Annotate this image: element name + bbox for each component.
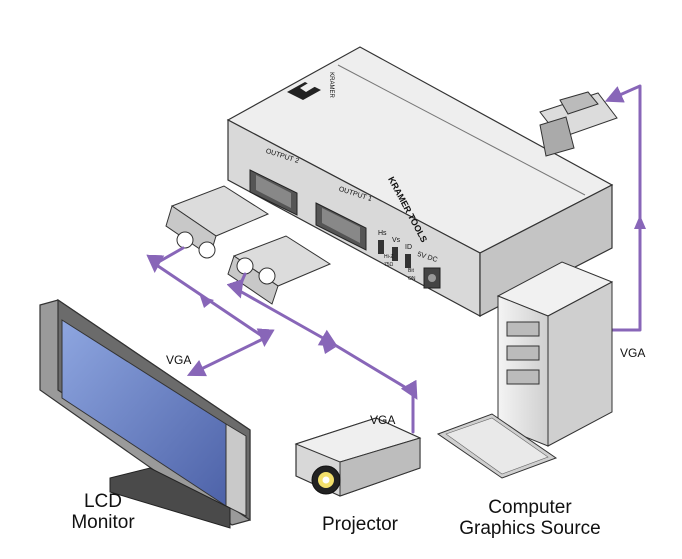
- kramer-device: [226, 46, 614, 318]
- switch-sub-on: ON: [408, 276, 416, 282]
- output-2-port: [249, 169, 298, 216]
- lcd-monitor: [39, 298, 251, 529]
- switch-sub-hiz: Hi-Z: [384, 254, 394, 260]
- vga-connector-icon: [165, 185, 270, 259]
- switch-label-hs: Hs: [378, 230, 387, 237]
- vga-connector-icon: [539, 91, 618, 157]
- kramer-logo-icon: [287, 82, 321, 100]
- cable-to-projector: [226, 272, 418, 434]
- computer-label-line1: Computer: [488, 497, 572, 518]
- computer-label: Computer Graphics Source: [430, 497, 630, 539]
- switch-label-vs: Vs: [392, 237, 401, 244]
- power-jack-icon: [423, 267, 441, 289]
- dip-switches: [378, 240, 411, 268]
- switch-sub-75: 75Ω: [384, 262, 394, 268]
- output-1-port: [315, 202, 367, 251]
- projector: [294, 417, 422, 497]
- vga-label-monitor: VGA: [166, 353, 192, 367]
- projector-label: Projector: [321, 514, 399, 535]
- lcd-monitor-label-line1: LCD: [83, 491, 122, 512]
- computer: [436, 261, 614, 479]
- lcd-monitor-label-line2: Monitor: [71, 512, 135, 533]
- arrow-icon: [200, 215, 646, 354]
- switch-sub-bit: Bit: [408, 268, 414, 274]
- logo-text: KRAMER: [327, 72, 334, 98]
- vga-label-projector: VGA: [370, 413, 396, 427]
- vga-label-computer: VGA: [620, 346, 646, 360]
- lcd-monitor-label: LCD Monitor: [48, 491, 158, 533]
- switch-label-id: ID: [405, 244, 412, 251]
- computer-label-line2: Graphics Source: [459, 518, 601, 539]
